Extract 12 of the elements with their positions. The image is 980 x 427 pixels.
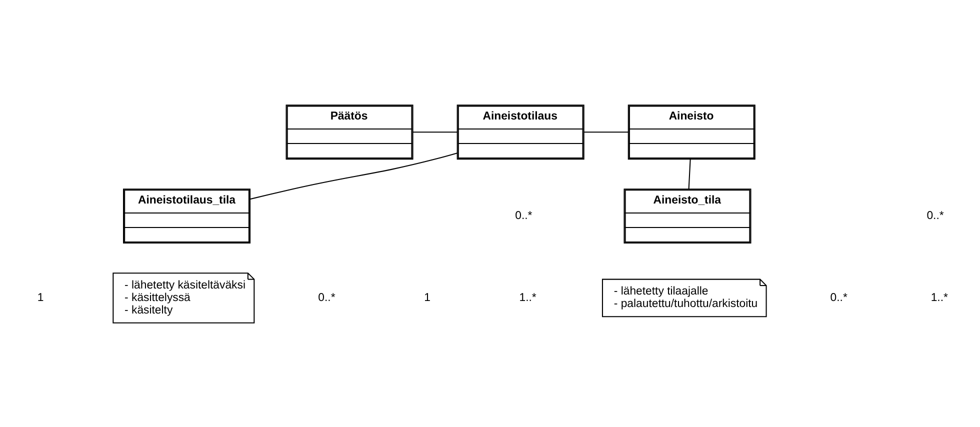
label: 1..* (930, 291, 948, 304)
connector (413, 131, 458, 132)
label: 1 (37, 291, 44, 304)
connector (584, 131, 628, 132)
label: 1 (424, 291, 430, 304)
label: 1..* (519, 291, 536, 304)
label: 0..* (318, 291, 336, 304)
connector (250, 152, 458, 200)
label: 0..* (515, 209, 532, 222)
label: 0..* (830, 291, 848, 304)
label: 0..* (926, 209, 944, 222)
connector (688, 158, 691, 189)
